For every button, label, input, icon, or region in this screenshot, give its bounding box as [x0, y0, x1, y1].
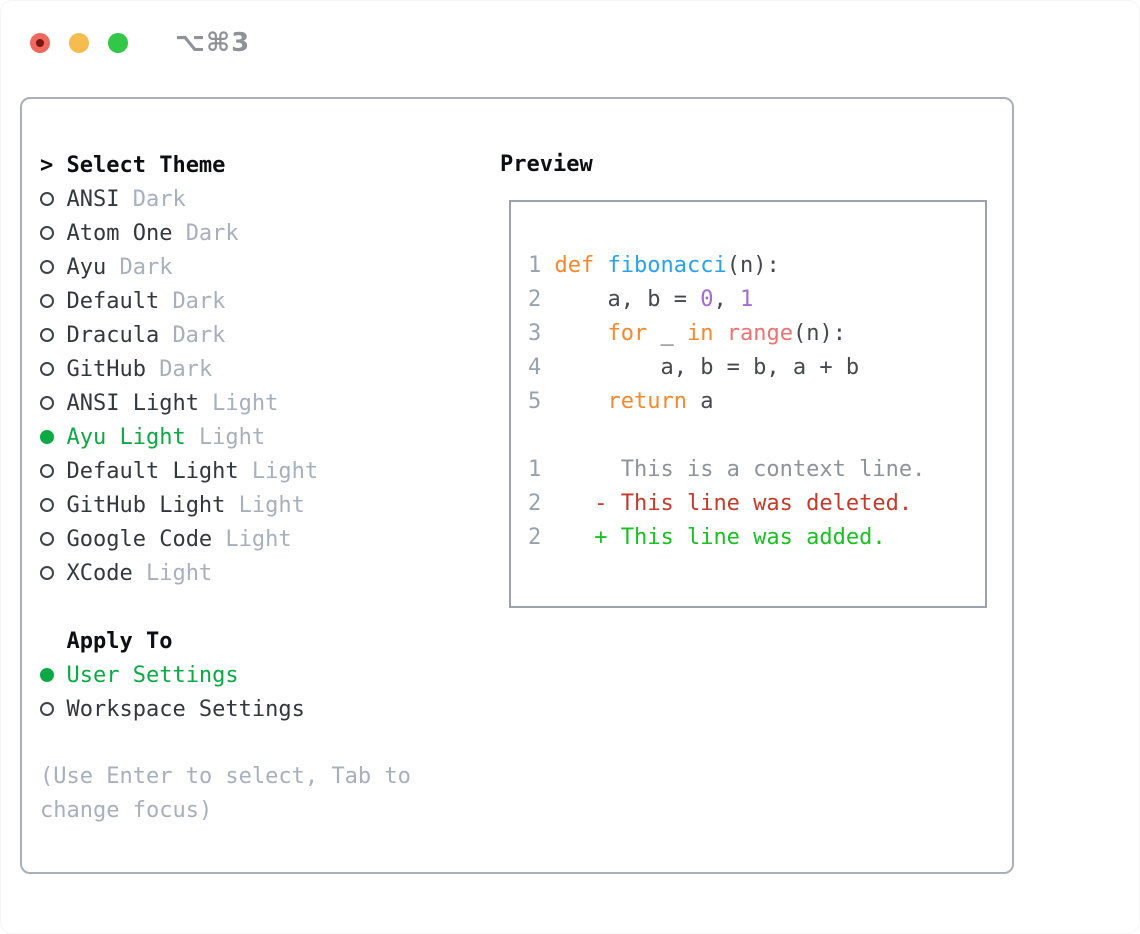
radio-icon [40, 328, 66, 342]
diff-deleted-line: 2 - This line was deleted. [528, 491, 913, 516]
theme-option-ansi-light[interactable]: ANSI Light Light [40, 386, 492, 420]
theme-option-github-dark[interactable]: GitHub Dark [40, 352, 492, 386]
theme-option-xcode-light[interactable]: XCode Light [40, 556, 492, 590]
code-line: 3 for _ in range(n): [528, 321, 846, 346]
apply-to-header: Apply To [40, 624, 492, 658]
radio-icon [40, 226, 66, 240]
apply-to-title: Apply To [66, 628, 173, 654]
code-preview-box: 1 def fibonacci(n): 2 a, b = 0, 1 3 for … [509, 200, 987, 608]
close-button[interactable] [30, 33, 50, 53]
radio-selected-icon [40, 668, 66, 682]
diff-context-line: 1 This is a context line. [528, 457, 926, 482]
theme-option-atom-one-dark[interactable]: Atom One Dark [40, 216, 492, 250]
theme-list-column: > Select Theme ANSI Dark Atom One Dark A… [22, 99, 492, 872]
apply-to-section: Apply To User Settings Workspace Setting… [40, 624, 492, 726]
apply-option-workspace-settings[interactable]: Workspace Settings [40, 692, 492, 726]
theme-option-default-dark[interactable]: Default Dark [40, 284, 492, 318]
theme-selector-panel: > Select Theme ANSI Dark Atom One Dark A… [20, 97, 1014, 874]
theme-option-ayu-dark[interactable]: Ayu Dark [40, 250, 492, 284]
theme-option-default-light[interactable]: Default Light Light [40, 454, 492, 488]
radio-icon [40, 294, 66, 308]
diff-added-line: 2 + This line was added. [528, 525, 886, 550]
theme-option-github-light[interactable]: GitHub Light Light [40, 488, 492, 522]
keyboard-hint: (Use Enter to select, Tab to change focu… [40, 764, 411, 823]
theme-option-google-code-light[interactable]: Google Code Light [40, 522, 492, 556]
radio-icon [40, 498, 66, 512]
selection-prompt-icon: > [40, 152, 54, 178]
preview-title: Preview [500, 152, 593, 177]
theme-option-ansi-dark[interactable]: ANSI Dark [40, 182, 492, 216]
radio-icon [40, 702, 66, 716]
theme-option-dracula-dark[interactable]: Dracula Dark [40, 318, 492, 352]
titlebar: ⌥⌘3 [30, 28, 250, 58]
radio-icon [40, 396, 66, 410]
radio-selected-icon [40, 430, 66, 444]
theme-list-header: > Select Theme [40, 148, 492, 182]
apply-option-user-settings[interactable]: User Settings [40, 658, 492, 692]
code-line-blank [528, 419, 985, 453]
zoom-button[interactable] [108, 33, 128, 53]
radio-icon [40, 192, 66, 206]
code-line: 4 a, b = b, a + b [528, 355, 860, 380]
window-title-shortcut: ⌥⌘3 [175, 28, 251, 58]
theme-option-ayu-light[interactable]: Ayu Light Light [40, 420, 492, 454]
code-line: 1 def fibonacci(n): [528, 253, 780, 278]
preview-column: Preview 1 def fibonacci(n): 2 a, b = 0, … [492, 99, 1012, 872]
code-line: 2 a, b = 0, 1 [528, 287, 754, 312]
minimize-button[interactable] [69, 33, 89, 53]
radio-icon [40, 566, 66, 580]
theme-list-title: Select Theme [66, 152, 226, 178]
radio-icon [40, 464, 66, 478]
radio-icon [40, 362, 66, 376]
radio-icon [40, 260, 66, 274]
radio-icon [40, 532, 66, 546]
code-line: 5 return a [528, 389, 714, 414]
